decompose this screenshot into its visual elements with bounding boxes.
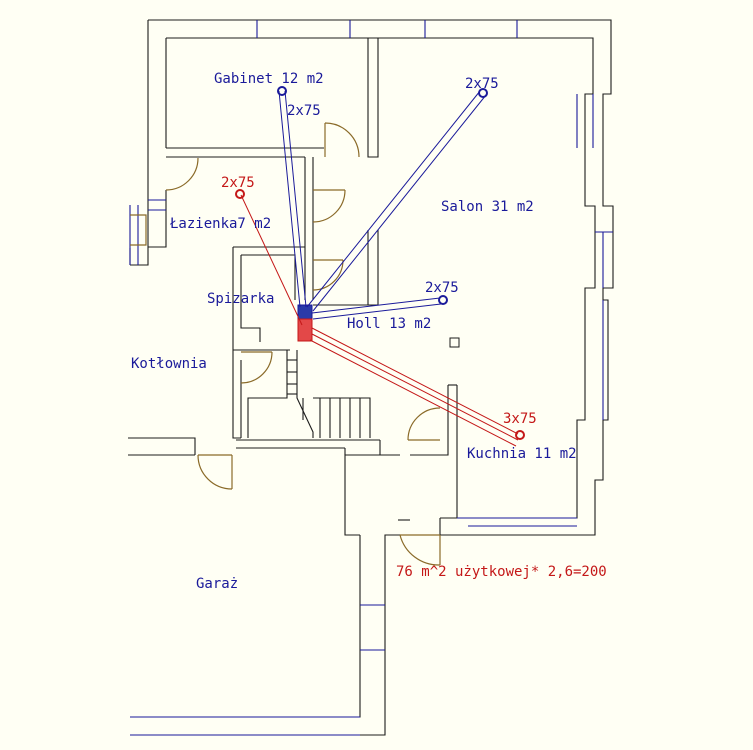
ventilation-note: 76 m^2 użytkowej* 2,6=200: [396, 564, 607, 580]
interior-walls: [166, 38, 457, 535]
room-label-kuchnia: Kuchnia 11 m2: [467, 446, 577, 462]
duct-label-lazienka: 2x75: [221, 175, 255, 191]
vent-salon: [478, 88, 488, 98]
duct-label-gabinet: 2x75: [287, 103, 321, 119]
vent-lazienka: [235, 189, 245, 199]
vent-gabinet: [277, 86, 287, 96]
staircase: [247, 350, 371, 438]
duct-label-salon: 2x75: [465, 76, 499, 92]
duct-label-kuchnia: 3x75: [503, 411, 537, 427]
exhaust-ducts: [240, 194, 519, 447]
room-label-garaz: Garaż: [196, 576, 238, 592]
room-label-holl: Holl 13 m2: [347, 316, 431, 332]
doors: [130, 122, 441, 566]
room-label-spizarka: Spizarka: [207, 291, 274, 307]
room-label-kotlownia: Kotłownia: [131, 356, 207, 372]
windows: [129, 20, 613, 736]
exterior-walls: [128, 19, 614, 736]
room-label-lazienka: Łazienka7 m2: [169, 216, 271, 232]
room-label-gabinet: Gabinet 12 m2: [214, 71, 324, 87]
supply-ducts: [278, 90, 487, 320]
vent-holl: [438, 295, 448, 305]
vent-kuchnia: [515, 430, 525, 440]
duct-label-holl: 2x75: [425, 280, 459, 296]
room-label-salon: Salon 31 m2: [441, 199, 534, 215]
